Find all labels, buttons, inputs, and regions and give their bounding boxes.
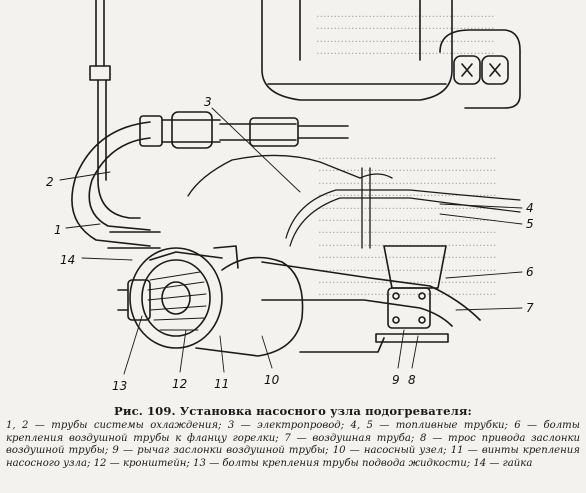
- legend-item: 8 — трос привода заслонки воздушной труб…: [6, 432, 581, 457]
- legend-item: 14 — гайка: [473, 457, 533, 469]
- callout-3: 3: [204, 95, 212, 109]
- callout-5: 5: [526, 217, 534, 231]
- callout-9: 9: [392, 373, 400, 387]
- callout-11: 11: [214, 377, 229, 391]
- callout-4: 4: [526, 201, 534, 215]
- legend-item: 6 — болты крепления воздушной трубы к фл…: [6, 420, 580, 444]
- pump-unit: [117, 245, 304, 357]
- pump-unit-drawing: 3 2 1 14 4 5 6 7 9 8 10 11 12 13: [46, 0, 534, 393]
- pump-fins: [147, 271, 207, 331]
- fuel-tubes: [285, 189, 521, 247]
- callout-labels: 3 2 1 14 4 5 6 7 9 8 10 11 12 13: [46, 95, 534, 393]
- legend-item: 7 — воздушная труба;: [284, 432, 415, 444]
- cooling-pipe-2: [71, 111, 349, 247]
- legend-item: 3 — электропровод;: [227, 420, 345, 431]
- heater-body: [261, 0, 521, 109]
- caption-legend: 1, 2 — трубы системы охлаждения; 3 — эле…: [6, 420, 580, 470]
- callout-14: 14: [60, 253, 75, 267]
- cooling-pipe-left: [89, 0, 141, 219]
- electric-cable: [187, 154, 393, 249]
- legend-item: 13 — болты крепления трубы подвода жидко…: [193, 457, 471, 469]
- legend-item: 12 — кронштейн;: [93, 457, 190, 469]
- legend-item: 1, 2 — трубы системы охлаждения;: [6, 420, 222, 431]
- legend-item: 11 — винты крепления насосного узла;: [6, 445, 580, 469]
- leader-lines: [59, 107, 523, 375]
- legend-item: 10 — насосный узел;: [332, 445, 447, 457]
- air-pipe: [261, 245, 481, 329]
- bracket: [107, 231, 449, 353]
- callout-12: 12: [172, 377, 187, 391]
- callout-8: 8: [408, 373, 416, 387]
- callout-10: 10: [264, 373, 280, 387]
- technical-illustration: ……………………………………………………………………………………………………………: [46, 0, 534, 393]
- callout-13: 13: [112, 379, 127, 393]
- legend-item: 9 — рычаг заслонки воздушной трубы;: [112, 445, 329, 457]
- legend-item: 4, 5 — топливные трубки;: [350, 420, 508, 431]
- figure-caption: Рис. 109. Установка насосного узла подог…: [6, 404, 580, 470]
- background-text: ……………………………………………………………………………………………………………: [316, 8, 495, 58]
- caption-title: Рис. 109. Установка насосного узла подог…: [114, 404, 472, 418]
- callout-1: 1: [54, 223, 62, 237]
- callout-2: 2: [46, 175, 54, 189]
- callout-7: 7: [526, 301, 534, 315]
- callout-6: 6: [526, 265, 534, 279]
